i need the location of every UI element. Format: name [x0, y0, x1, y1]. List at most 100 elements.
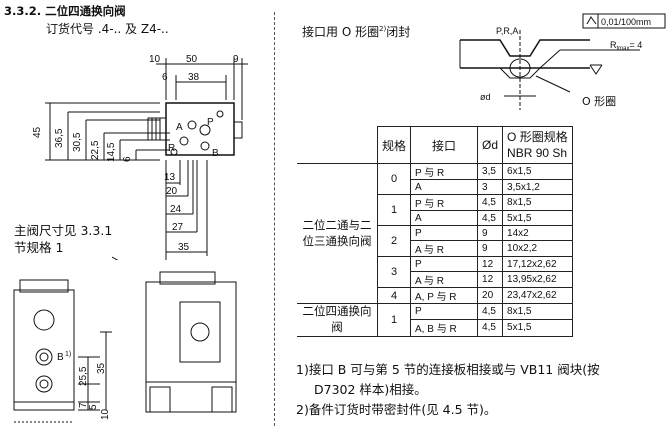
solenoid-right — [233, 121, 243, 139]
footnote-1: 1)接口 B 可与第 5 节的连接板相接或与 VB11 阀块(按 — [296, 362, 600, 377]
oring-cell: 23,47x2,62 — [502, 287, 573, 304]
port-cell: A — [410, 210, 479, 226]
seal-label-suffix: 闭封 — [386, 25, 411, 39]
oring-spec-table: 规格 接口 Ød O 形圈规格 NBR 90 Sh 二位二通与二位三通换向阀 0… — [297, 126, 573, 338]
port-label-b-front: B — [57, 352, 64, 363]
port-label-b: B — [212, 148, 219, 159]
size-cell: 4 — [376, 287, 412, 304]
oring-cell: 10x2,2 — [502, 240, 573, 257]
port-cell: P 与 R — [410, 163, 479, 180]
size-cell: 1 — [376, 194, 412, 226]
dim-top-10: 10 — [149, 54, 161, 65]
dim-front-35: 35 — [96, 362, 107, 374]
port-cell: P — [410, 256, 479, 272]
dim-front-10: 10 — [100, 408, 111, 420]
port-cell: P — [410, 225, 479, 241]
port-cell: A — [410, 179, 479, 195]
d-cell: 12 — [477, 256, 504, 272]
port-b-footnote-ref: 1) — [65, 351, 71, 358]
dim-left-30-5: 30,5 — [72, 132, 83, 152]
port-cell: A, P 与 R — [410, 287, 479, 304]
header-oring-line1: O 形圈规格 — [507, 130, 568, 144]
dim-top-50: 50 — [186, 54, 198, 65]
group-label-4-2: 二位四通换向阀 — [297, 303, 378, 337]
oring-cell: 6x1,5 — [502, 163, 573, 180]
oring-cell: 5x1,5 — [502, 210, 573, 226]
d-cell: 3 — [477, 179, 504, 195]
port-label-a: A — [176, 122, 183, 133]
dim-front-5: 5 — [88, 404, 99, 410]
seal-ports: P,R,A — [496, 26, 518, 36]
left-top-cap — [19, 279, 69, 293]
oring-cell: 8x1,5 — [502, 194, 573, 211]
flatness-value: 0,01/100mm — [601, 17, 651, 27]
group-label-22-23: 二位二通与二位三通换向阀 — [297, 163, 378, 304]
oring-callout: O 形圈 — [582, 95, 617, 108]
oring-cell: 13,95x2,62 — [502, 271, 573, 288]
d-cell: 9 — [477, 240, 504, 257]
solenoid-left — [147, 117, 167, 141]
dim-left-14-5: 14,5 — [106, 142, 117, 162]
port-label-p: P — [207, 117, 214, 128]
d-cell: 4,5 — [477, 194, 504, 211]
header-size: 规格 — [376, 126, 412, 164]
seal-detail-drawing: 0,01/100mm P,R,A ød Rtmax= 4 — [459, 13, 666, 110]
section-title: 3.3.2. 二位四通换向阀 — [4, 3, 126, 19]
dim-bottom-27: 27 — [172, 222, 184, 233]
size-cell: 3 — [376, 256, 412, 288]
seal-footnote-ref: 2) — [379, 25, 387, 33]
footnote-1-cont: D7302 样本)相接。 — [314, 382, 427, 397]
header-d: Ød — [477, 126, 504, 164]
header-port: 接口 — [410, 126, 479, 164]
port-label-r: R — [168, 143, 175, 154]
oring-cell: 5x1,5 — [502, 318, 573, 338]
dim-left-6: 6 — [122, 156, 133, 162]
main-valve-note-line2: 节规格 1 — [14, 240, 64, 255]
dim-top-6: 6 — [162, 72, 168, 83]
column-divider — [274, 12, 275, 426]
d-cell: 20 — [477, 287, 504, 304]
dim-left-45: 45 — [32, 126, 43, 138]
left-body-outline — [13, 289, 75, 411]
top-view-drawing: 10 50 9 6 38 45 36,5 30,5 22,5 14,5 6 13… — [32, 54, 248, 260]
d-cell: 12 — [477, 271, 504, 288]
d-cell: 4,5 — [477, 210, 504, 226]
seal-label-text: 接口用 O 形圈 — [302, 25, 380, 39]
header-oring: O 形圈规格 NBR 90 Sh — [502, 126, 573, 164]
port-cell: A, B 与 R — [410, 318, 479, 338]
dim-bottom-13: 13 — [164, 172, 176, 183]
oring-cell: 17,12x2,62 — [502, 256, 573, 272]
size-cell: 2 — [376, 225, 412, 257]
oring-cell: 3,5x1,2 — [502, 179, 573, 195]
header-oring-line2: NBR 90 Sh — [507, 146, 568, 160]
dim-front-25-5: 25,5 — [78, 366, 89, 386]
dim-left-36-5: 36,5 — [54, 128, 65, 148]
oring-cell: 14x2 — [502, 225, 573, 241]
front-view-drawing: B 1) 25,5 35 7 5 10 — [13, 271, 237, 423]
oring-cell: 8x1,5 — [502, 303, 573, 320]
section-number: 3.3.2. — [4, 4, 42, 18]
section-heading: 二位四通换向阀 — [45, 4, 126, 18]
seal-diameter-label: ød — [480, 92, 491, 102]
d-cell: 4,5 — [477, 303, 504, 320]
d-cell: 9 — [477, 225, 504, 241]
dim-bottom-20: 20 — [166, 186, 178, 197]
order-code: 订货代号 .4-.. 及 Z4-.. — [46, 22, 169, 36]
d-cell: 3,5 — [477, 163, 504, 180]
dim-top-9: 9 — [233, 54, 239, 65]
d-cell: 4,5 — [477, 318, 504, 338]
flatness-frame — [582, 13, 666, 29]
port-cell: A 与 R — [410, 240, 479, 257]
main-valve-note-line1: 主阀尺寸见 3.3.1 — [14, 223, 113, 238]
dim-bottom-35: 35 — [178, 242, 190, 253]
port-cell: A 与 R — [410, 271, 479, 288]
dim-bottom-24: 24 — [170, 204, 182, 215]
right-body-outline — [145, 281, 237, 413]
dim-top-38: 38 — [188, 72, 200, 83]
size-cell: 0 — [376, 163, 412, 195]
dim-left-22-5: 22,5 — [90, 140, 101, 160]
dim-front-7: 7 — [78, 402, 89, 408]
port-cell: P — [410, 303, 479, 320]
seal-label: 接口用 O 形圈2)闭封 — [302, 23, 410, 40]
size-cell: 1 — [376, 303, 412, 337]
